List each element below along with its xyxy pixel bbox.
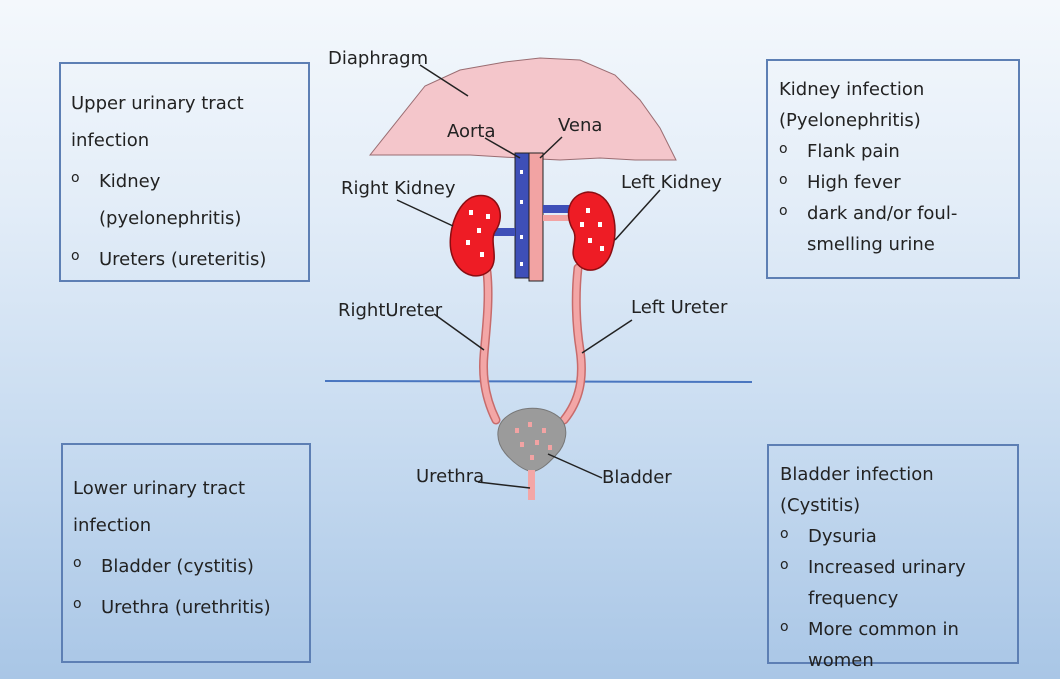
label-vena: Vena bbox=[558, 115, 602, 136]
upper-uti-title: Upper urinary tract infection bbox=[71, 86, 302, 160]
list-item: o dark and/or foul-smelling urine bbox=[779, 199, 1012, 261]
bullet-icon: o bbox=[780, 615, 789, 639]
vena-vessel bbox=[529, 153, 543, 281]
bullet-icon: o bbox=[779, 137, 788, 161]
list-item: o Kidney (pyelonephritis) bbox=[71, 164, 302, 238]
list-item-text: More common in women bbox=[808, 619, 959, 671]
bullet-icon: o bbox=[71, 164, 80, 193]
label-diaphragm: Diaphragm bbox=[328, 48, 428, 69]
list-item-text: Bladder (cystitis) bbox=[101, 556, 254, 577]
list-item-text: Ureters (ureteritis) bbox=[99, 249, 266, 270]
list-item: o More common in women bbox=[780, 615, 1013, 677]
list-item: o Dysuria bbox=[780, 522, 1013, 553]
list-item-text: Dysuria bbox=[808, 526, 877, 547]
list-item-text: Flank pain bbox=[807, 141, 900, 162]
label-left-ureter: Left Ureter bbox=[631, 297, 727, 318]
left-kidney-shape bbox=[569, 192, 615, 270]
right-kidney-shape bbox=[450, 196, 500, 276]
bullet-icon: o bbox=[71, 242, 80, 271]
list-item-text: Kidney (pyelonephritis) bbox=[99, 171, 241, 229]
bladder-infection-title: Bladder infection (Cystitis) bbox=[780, 460, 1013, 522]
bullet-icon: o bbox=[73, 590, 82, 619]
label-bladder: Bladder bbox=[602, 467, 672, 488]
bladder-shape bbox=[498, 408, 566, 472]
list-item: o Urethra (urethritis) bbox=[73, 590, 303, 627]
upper-uti-box: Upper urinary tract infection o Kidney (p… bbox=[59, 62, 310, 282]
list-item: o Flank pain bbox=[779, 137, 1012, 168]
list-item-text: dark and/or foul-smelling urine bbox=[807, 203, 957, 255]
list-item: o Ureters (ureteritis) bbox=[71, 242, 302, 279]
list-item-text: High fever bbox=[807, 172, 901, 193]
label-aorta: Aorta bbox=[447, 121, 496, 142]
list-item: o Increased urinary frequency bbox=[780, 553, 1013, 615]
urethra-tube bbox=[528, 470, 535, 500]
list-item: o Bladder (cystitis) bbox=[73, 549, 303, 586]
label-right-ureter: RightUreter bbox=[338, 300, 442, 321]
kidney-infection-box: Kidney infection (Pyelonephritis) o Flank… bbox=[766, 59, 1020, 279]
bullet-icon: o bbox=[780, 522, 789, 546]
label-urethra: Urethra bbox=[416, 466, 484, 487]
list-item-text: Urethra (urethritis) bbox=[101, 597, 271, 618]
left-renal-vein bbox=[543, 215, 570, 221]
bullet-icon: o bbox=[779, 168, 788, 192]
list-item: o High fever bbox=[779, 168, 1012, 199]
lower-uti-title: Lower urinary tract infection bbox=[73, 471, 303, 545]
right-ureter-tube-inner bbox=[484, 272, 497, 420]
bullet-icon: o bbox=[779, 199, 788, 223]
upper-lower-divider-line bbox=[325, 381, 752, 382]
lower-uti-box: Lower urinary tract infection o Bladder (… bbox=[61, 443, 311, 663]
label-left-kidney: Left Kidney bbox=[621, 172, 722, 193]
left-renal-vessel bbox=[543, 205, 570, 213]
bullet-icon: o bbox=[73, 549, 82, 578]
list-item-text: Increased urinary frequency bbox=[808, 557, 966, 609]
diaphragm-shape bbox=[370, 58, 676, 160]
label-right-kidney: Right Kidney bbox=[341, 178, 456, 199]
bullet-icon: o bbox=[780, 553, 789, 577]
kidney-infection-title: Kidney infection (Pyelonephritis) bbox=[779, 75, 1012, 137]
